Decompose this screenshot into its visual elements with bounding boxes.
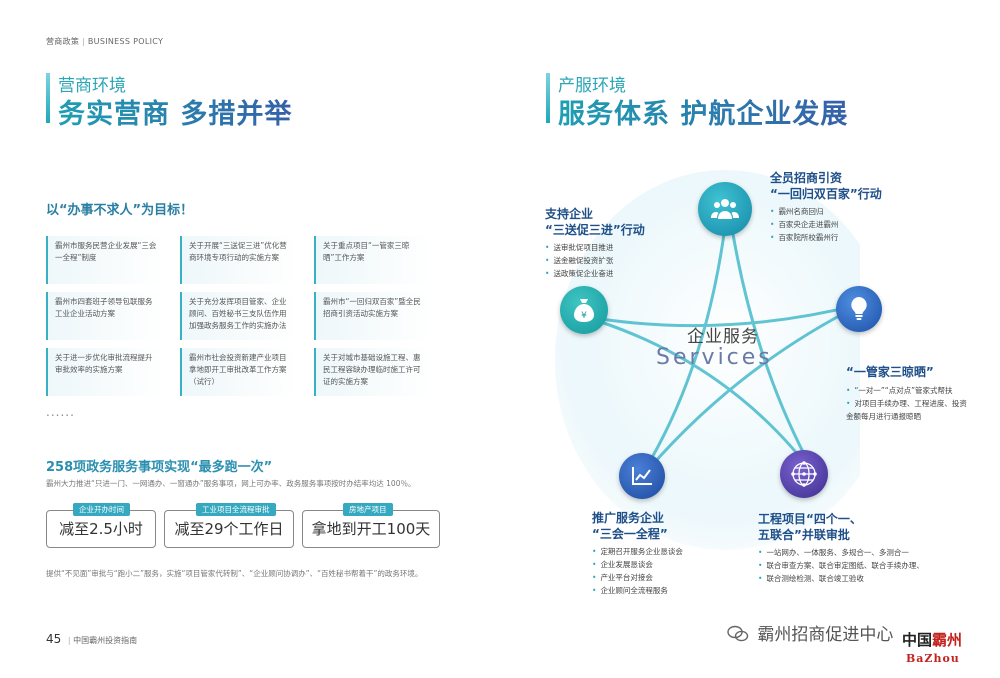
title-accent-bar — [46, 73, 50, 123]
policy-item: 关于开展“三送促三进”优化营商环境专项行动的实施方案 — [180, 236, 298, 284]
policy-item: 霸州市社会投资新建产业项目拿地即开工审批改革工作方案（试行） — [180, 348, 298, 396]
left-title: 务实营商 多措并举 — [58, 92, 292, 131]
policy-item: 关于充分发挥项目管家、企业顾问、百姓秘书三支队伍作用加强政务服务工作的实施办法 — [180, 292, 298, 340]
watermark-text: 霸州招商促进中心 — [757, 625, 894, 645]
block-item: 百家院所校霸州行 — [770, 231, 882, 244]
block-item: 一站网办、一体服务、多规合一、多测合一 — [758, 546, 973, 559]
stat-tag: 工业项目全流程审批 — [196, 503, 276, 516]
block-item: 百家央企走进霸州 — [770, 218, 882, 231]
goal-heading: 以“办事不求人”为目标！ — [46, 203, 194, 218]
money-bag-icon: ¥ — [560, 286, 608, 334]
bazhou-logo-en: BaZhou — [906, 652, 960, 665]
logo-cn-b: 霸州 — [932, 631, 963, 649]
people-group-icon — [698, 182, 752, 236]
block-title-line: 支持企业 — [545, 207, 594, 221]
service-note: 提供“不见面”审批与“跑小二”服务，实施“项目管家代转制”、“企业顾问协调办”、… — [46, 569, 423, 578]
block-item: 联合测绘检测、联合竣工验收 — [758, 572, 973, 585]
block-parallel-approval: 工程项目“四个一、 五联合”并联审批 一站网办、一体服务、多规合一、多测合一 联… — [758, 511, 973, 585]
block-item: 霸州名商回归 — [770, 205, 882, 218]
block-title-line: “一回归双百家”行动 — [770, 187, 882, 201]
header-separator: | — [82, 37, 86, 46]
block-item: 产业平台对接会 — [592, 571, 683, 584]
block-three-meetings: 推广服务企业 “三会一全程” 定期召开服务企业恳谈会 企业发展恳谈会 产业平台对… — [592, 510, 683, 597]
policy-item: 霸州市四套班子领导包联服务工业企业活动方案 — [46, 292, 164, 340]
page-footer: 45 | 中国霸州投资指南 — [46, 632, 138, 646]
center-label-cn: 企业服务 — [687, 327, 759, 347]
block-title-line: “一管家三晾晒” — [846, 365, 934, 379]
block-item: 送审批促项目推进 — [545, 241, 645, 254]
block-item: 联合审查方案、联合审定图纸、联合手续办理、 — [758, 559, 973, 572]
right-kicker: 产服环境 — [558, 76, 626, 96]
stat-tag: 企业开办时间 — [73, 503, 130, 516]
wechat-watermark: 霸州招商促进中心 — [727, 620, 893, 645]
right-title: 服务体系 护航企业发展 — [558, 92, 848, 131]
block-item: 定期召开服务企业恳谈会 — [592, 545, 683, 558]
block-investment: 全员招商引资 “一回归双百家”行动 霸州名商回归 百家央企走进霸州 百家院所校霸… — [770, 170, 882, 244]
block-three-sends: 支持企业 “三送促三进”行动 送审批促项目推进 送金融促投资扩张 送政策促企业奋… — [545, 206, 645, 280]
block-item: 送金融促投资扩张 — [545, 254, 645, 267]
logo-cn-a: 中国 — [902, 631, 933, 649]
footer-title: 中国霸州投资指南 — [73, 636, 138, 645]
title-accent-bar — [546, 73, 550, 123]
wechat-icon — [727, 625, 749, 642]
policy-item: 霸州市“一回归双百家”暨全民招商引资活动实施方案 — [314, 292, 432, 340]
block-title-line: 推广服务企业 — [592, 511, 665, 525]
block-item: 对项目手续办理、工程进度、投资金额每月进行通报晾晒 — [846, 397, 971, 423]
bazhou-logo: 中国霸州 — [902, 629, 962, 650]
light-bulb-icon — [836, 286, 882, 332]
page-header: 营商政策 | BUSINESS POLICY — [46, 36, 163, 47]
left-kicker: 营商环境 — [58, 76, 126, 96]
block-item: 企业顾问全流程服务 — [592, 584, 683, 597]
line-chart-icon — [619, 453, 665, 499]
center-label-en: Services — [656, 345, 773, 370]
stats-title: 258项政务服务事项实现“最多跑一次” — [46, 460, 273, 475]
stats-description: 霸州大力推进“只进一门、一网通办、一窗通办”服务事项，网上可办率、政务服务事项按… — [46, 479, 416, 488]
block-item: 送政策促企业奋进 — [545, 267, 645, 280]
block-title-line: 全员招商引资 — [770, 171, 843, 185]
ellipsis: ...... — [46, 405, 75, 419]
block-butler: “一管家三晾晒” “一对一”“点对点”管家式帮扶 对项目手续办理、工程进度、投资… — [846, 364, 971, 423]
section-label-en: BUSINESS POLICY — [87, 37, 164, 46]
section-label: 营商政策 — [46, 37, 80, 46]
block-title-line: “三会一全程” — [592, 527, 668, 541]
network-globe-icon — [780, 450, 828, 498]
block-item: 企业发展恳谈会 — [592, 558, 683, 571]
block-title-line: “三送促三进”行动 — [545, 223, 645, 237]
block-item: “一对一”“点对点”管家式帮扶 — [846, 384, 971, 397]
page-number: 45 — [46, 632, 62, 646]
block-title-line: 五联合”并联审批 — [758, 528, 850, 542]
stat-tag: 房地产项目 — [343, 503, 393, 516]
policy-item: 关于对城市基础设施工程、惠民工程容缺办理临时施工许可证的实施方案 — [314, 348, 432, 396]
policy-item: 关于重点项目“一管家三晾晒”工作方案 — [314, 236, 432, 284]
svg-text:¥: ¥ — [581, 311, 587, 321]
policy-item: 关于进一步优化审批流程提升审批效率的实施方案 — [46, 348, 164, 396]
policy-item: 霸州市服务民营企业发展“三会一全程”制度 — [46, 236, 164, 284]
block-title-line: 工程项目“四个一、 — [758, 512, 862, 526]
